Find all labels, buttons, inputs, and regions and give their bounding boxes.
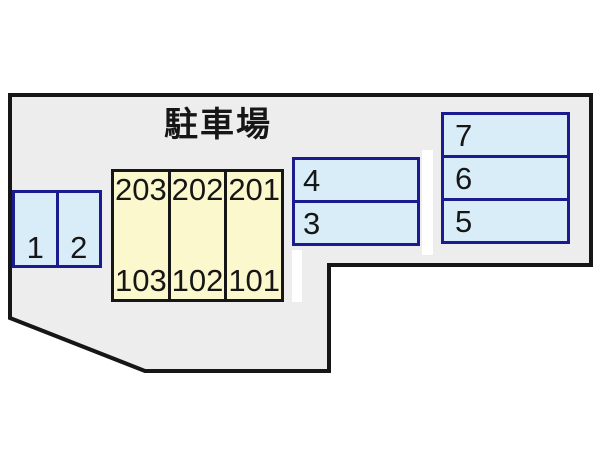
unit-label-203: 203 xyxy=(114,172,167,207)
parking-block-1-2: 1 2 xyxy=(12,190,102,268)
unit-label-103: 103 xyxy=(114,263,167,298)
parking-space-7: 7 xyxy=(444,115,567,155)
erased-area xyxy=(292,250,302,302)
space-label-1: 1 xyxy=(26,230,44,265)
unit-label-101: 101 xyxy=(228,263,281,298)
parking-block-4-3: 4 3 xyxy=(292,157,420,246)
map-title: 駐車場 xyxy=(164,106,272,144)
space-label-3: 3 xyxy=(303,205,321,241)
parking-space-2: 2 xyxy=(55,193,100,265)
building-column-2: 202 102 xyxy=(167,172,225,299)
space-label-4: 4 xyxy=(303,162,321,198)
parking-space-3: 3 xyxy=(295,200,417,243)
unit-label-201: 201 xyxy=(228,172,281,207)
space-label-5: 5 xyxy=(455,203,473,239)
parking-space-6: 6 xyxy=(444,155,567,198)
parking-space-1: 1 xyxy=(15,193,56,265)
unit-label-202: 202 xyxy=(171,172,224,207)
building-column-3: 201 101 xyxy=(224,172,281,299)
space-label-6: 6 xyxy=(455,160,473,196)
parking-block-7-6-5: 7 6 5 xyxy=(441,112,570,244)
building-column-1: 203 103 xyxy=(114,172,168,299)
parking-space-5: 5 xyxy=(444,198,567,241)
building-block: 203 103 202 102 201 101 xyxy=(111,169,284,302)
unit-label-102: 102 xyxy=(171,263,224,298)
space-label-7: 7 xyxy=(455,117,473,153)
erased-area xyxy=(422,150,433,255)
space-label-2: 2 xyxy=(70,230,88,265)
parking-space-4: 4 xyxy=(295,160,417,200)
